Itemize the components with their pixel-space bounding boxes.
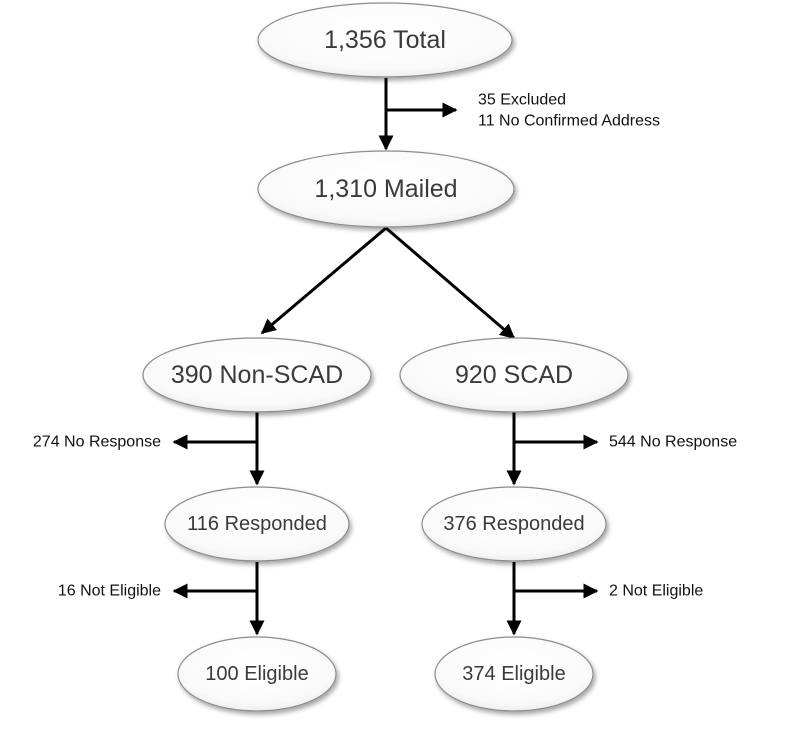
exclusion-labels: 35 Excluded 11 No Confirmed Address 274 … — [33, 92, 737, 600]
node-scad-label: 920 SCAD — [455, 361, 573, 389]
node-total: 1,356 Total — [257, 2, 513, 78]
non-scad-not-eligible-label: 16 Not Eligible — [58, 583, 161, 600]
node-total-label: 1,356 Total — [324, 26, 446, 54]
node-non-scad-eligible: 100 Eligible — [177, 636, 337, 712]
node-scad: 920 SCAD — [399, 337, 629, 413]
non-scad-no-response-label: 274 No Response — [33, 434, 161, 451]
node-non-scad-eligible-label: 100 Eligible — [205, 663, 308, 685]
excluded-label: 35 Excluded — [478, 92, 566, 109]
scad-not-eligible-label: 2 Not Eligible — [609, 583, 703, 600]
connectors — [172, 78, 599, 636]
arrow-mailed-to-scad — [385, 226, 516, 340]
node-non-scad-responded: 116 Responded — [164, 486, 350, 562]
no-address-label: 11 No Confirmed Address — [478, 113, 660, 130]
node-scad-eligible-label: 374 Eligible — [462, 663, 565, 685]
node-non-scad: 390 Non-SCAD — [142, 337, 372, 413]
node-mailed-label: 1,310 Mailed — [314, 175, 457, 203]
scad-no-response-label: 544 No Response — [609, 434, 737, 451]
node-mailed: 1,310 Mailed — [257, 150, 515, 228]
arrow-mailed-to-non-scad — [260, 226, 387, 335]
node-scad-responded: 376 Responded — [421, 486, 607, 562]
node-non-scad-responded-label: 116 Responded — [187, 513, 327, 535]
node-scad-eligible: 374 Eligible — [434, 636, 594, 712]
node-non-scad-label: 390 Non-SCAD — [171, 361, 343, 389]
node-scad-responded-label: 376 Responded — [443, 513, 584, 535]
